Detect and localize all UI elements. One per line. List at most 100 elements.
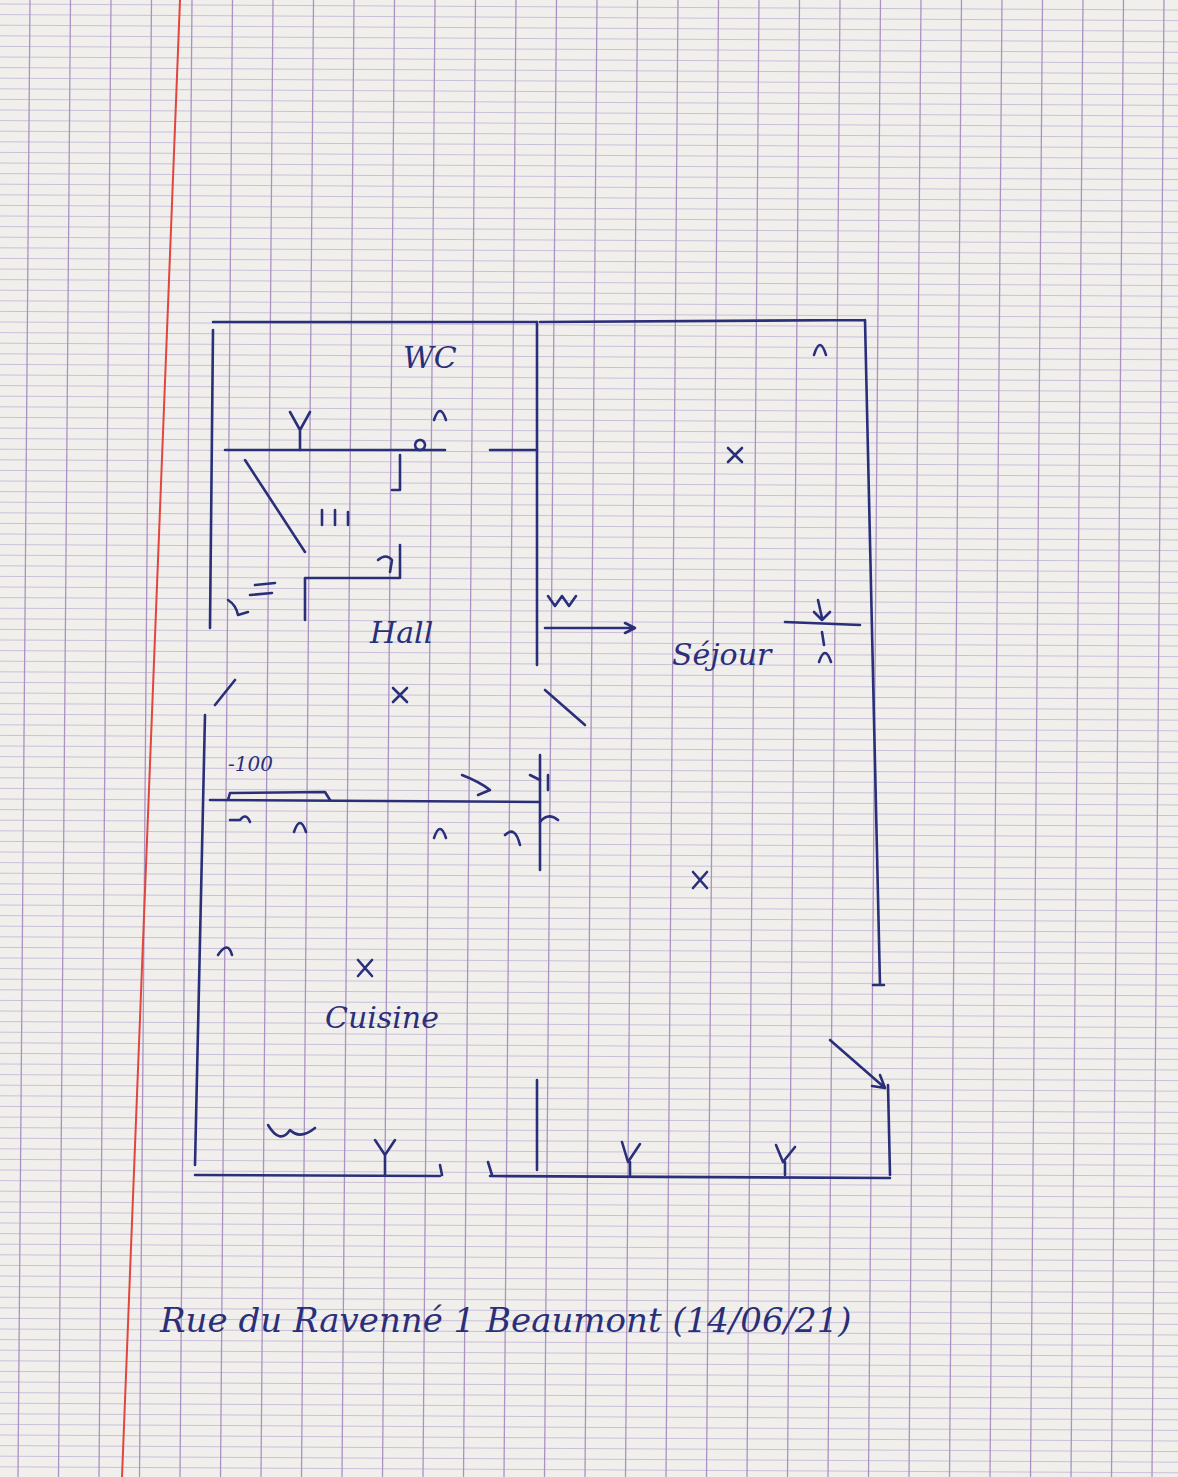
grid-line	[0, 640, 1178, 646]
grid-line	[0, 439, 1178, 445]
grid-line	[0, 227, 1178, 233]
grid-line	[0, 1340, 1178, 1346]
grid-line	[383, 0, 395, 1477]
grid-line	[221, 0, 233, 1477]
grid-line	[0, 396, 1178, 402]
grid-line	[0, 449, 1178, 455]
grid-line	[0, 1128, 1178, 1134]
grid-line	[18, 0, 30, 1477]
grid-line	[0, 1234, 1178, 1240]
grid-line	[0, 354, 1178, 360]
room: Séjour	[537, 322, 865, 1175]
grid-line	[828, 0, 840, 1477]
grid-line	[0, 576, 1178, 582]
grid-line	[59, 0, 71, 1477]
grid-line	[464, 0, 476, 1477]
grid-line	[0, 1276, 1178, 1282]
grid-line	[990, 0, 1002, 1477]
grid-line	[0, 1435, 1178, 1441]
grid-line	[0, 1149, 1178, 1155]
grid-line	[0, 1075, 1178, 1081]
grid-line	[0, 386, 1178, 392]
grid-line	[0, 248, 1178, 254]
grid-line	[0, 301, 1178, 307]
grid-line	[0, 555, 1178, 561]
grid-line	[0, 1181, 1178, 1187]
grid-line	[0, 460, 1178, 466]
grid-line	[0, 258, 1178, 264]
grid-line	[0, 417, 1178, 423]
grid-line	[0, 333, 1178, 339]
grid-line	[0, 205, 1178, 211]
grid-line	[0, 1467, 1178, 1473]
grid-line	[0, 799, 1178, 805]
stair	[228, 460, 400, 620]
grid-line	[0, 810, 1178, 816]
grid-line	[0, 1393, 1178, 1399]
room-name: Hall	[370, 615, 433, 650]
room-name: Séjour	[672, 637, 771, 672]
grid-line	[0, 884, 1178, 890]
grid-line	[1112, 0, 1124, 1477]
grid-line	[0, 375, 1178, 381]
symbols	[218, 345, 831, 1175]
walls	[195, 320, 890, 1178]
grid-line	[788, 0, 800, 1477]
grid-line	[0, 672, 1178, 678]
grid-line	[0, 1371, 1178, 1377]
grid-line	[0, 767, 1178, 773]
grid-line	[0, 629, 1178, 635]
grid-line	[0, 237, 1178, 243]
grid-line	[0, 735, 1178, 741]
grid-line	[0, 481, 1178, 487]
grid-line	[0, 1350, 1178, 1356]
grid-line	[0, 1191, 1178, 1197]
grid-line	[747, 0, 759, 1477]
grid-line	[1031, 0, 1043, 1477]
grid-line	[0, 863, 1178, 869]
grid-line	[0, 778, 1178, 784]
grid-line	[0, 364, 1178, 370]
room-name: Cuisine	[325, 1000, 439, 1035]
grid-line	[342, 0, 354, 1477]
grid-line	[909, 0, 921, 1477]
grid-line	[585, 0, 597, 1477]
grid-line	[0, 1414, 1178, 1420]
dimension-label: -100	[228, 752, 273, 776]
room: Hall	[210, 450, 537, 800]
grid-line	[0, 1159, 1178, 1165]
grid-line	[0, 1456, 1178, 1462]
grid-line	[0, 894, 1178, 900]
grid-line	[0, 725, 1178, 731]
grid-line	[0, 1446, 1178, 1452]
grid-line	[545, 0, 557, 1477]
grid-line	[0, 714, 1178, 720]
grid-line	[504, 0, 516, 1477]
grid-line	[140, 0, 152, 1477]
grid-line	[0, 428, 1178, 434]
grid-line	[261, 0, 273, 1477]
grid-line	[0, 587, 1178, 593]
grid-line	[0, 1096, 1178, 1102]
grid-line	[0, 184, 1178, 190]
grid-line	[0, 407, 1178, 413]
room-name: WC	[403, 340, 457, 375]
grid-line	[0, 1382, 1178, 1388]
grid-line	[0, 1106, 1178, 1112]
grid-line	[0, 1255, 1178, 1261]
grid-line	[0, 1064, 1178, 1070]
grid-line	[0, 661, 1178, 667]
grid-line	[0, 757, 1178, 763]
grid-line	[0, 1138, 1178, 1144]
grid-line	[0, 1085, 1178, 1091]
grid-line	[1071, 0, 1083, 1477]
doors	[462, 600, 885, 1088]
grid-line	[0, 619, 1178, 625]
room: Cuisine	[195, 800, 537, 1175]
grid-line	[0, 290, 1178, 296]
grid-line	[0, 704, 1178, 710]
grid-line	[0, 492, 1178, 498]
